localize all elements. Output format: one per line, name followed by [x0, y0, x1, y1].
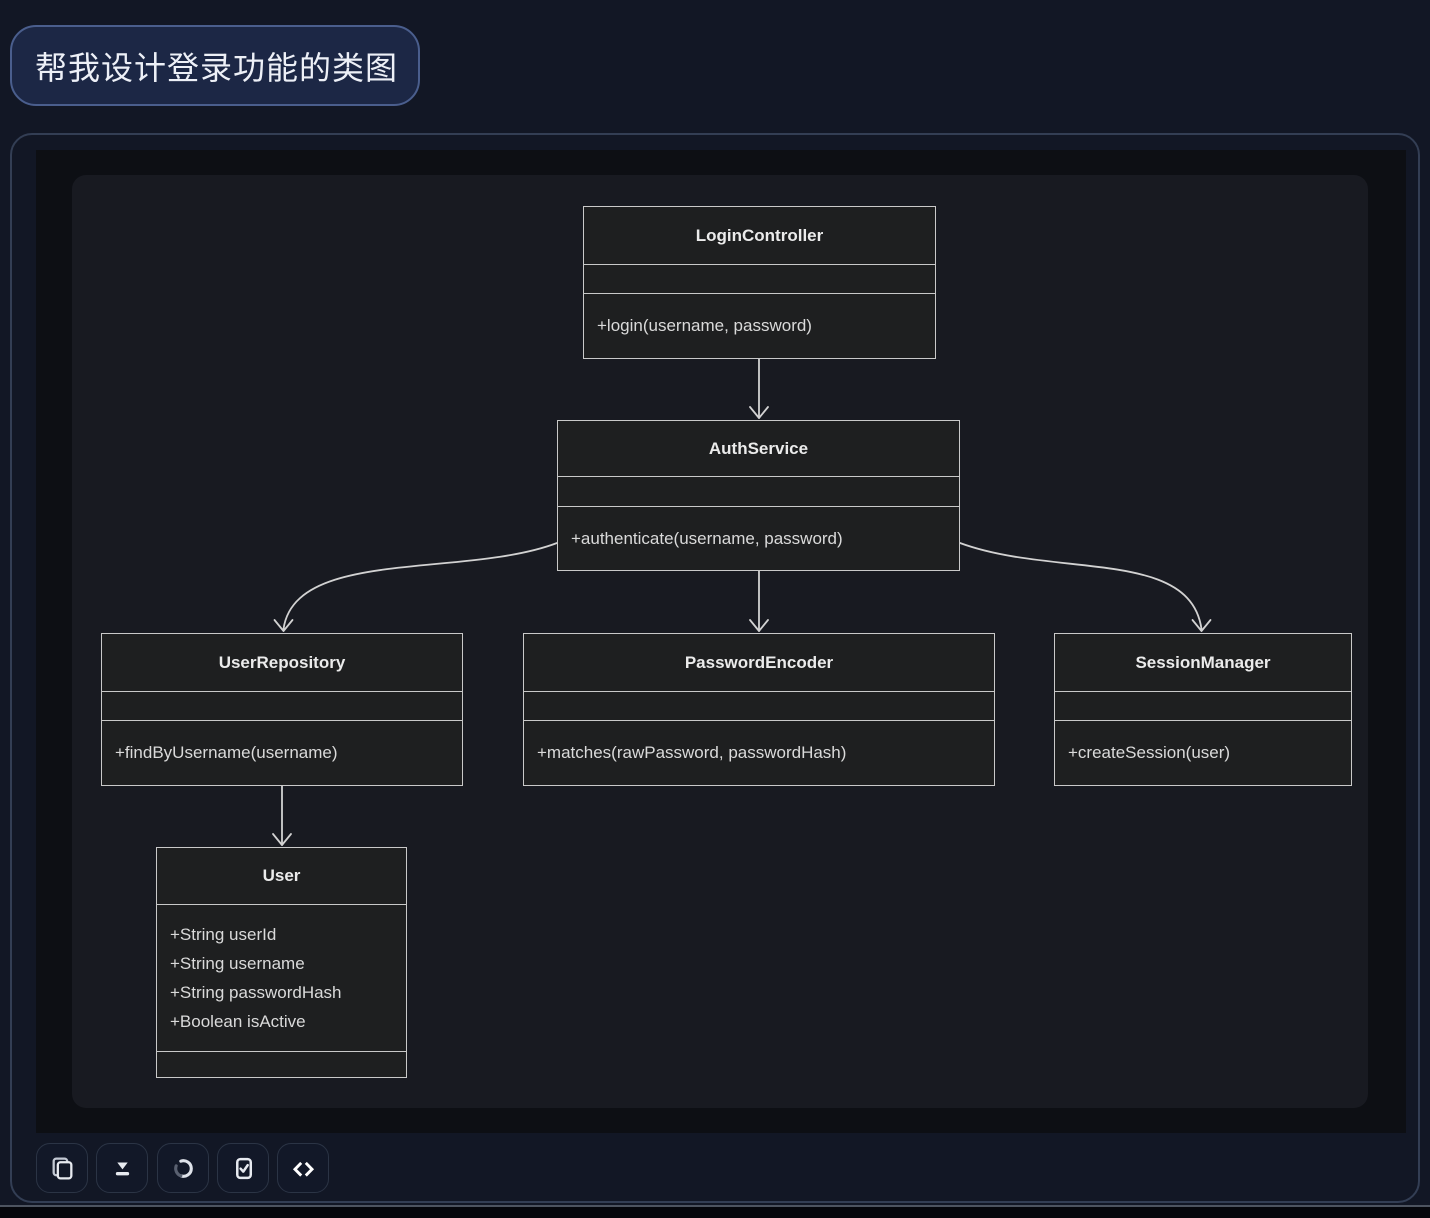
- response-container: [10, 133, 1420, 1203]
- class-logincontroller: LoginController +login(username, passwor…: [583, 206, 936, 359]
- user-message-text: 帮我设计登录功能的类图: [35, 49, 399, 86]
- class-title: PasswordEncoder: [524, 634, 994, 692]
- copy-icon: [52, 1156, 72, 1180]
- class-attribute: +String passwordHash: [170, 983, 342, 1002]
- class-title: AuthService: [558, 421, 959, 477]
- class-methods-empty: [157, 1051, 406, 1077]
- refresh-button[interactable]: [157, 1143, 209, 1193]
- class-method: +login(username, password): [597, 316, 812, 335]
- class-method: +matches(rawPassword, passwordHash): [537, 743, 847, 762]
- class-title: UserRepository: [102, 634, 462, 692]
- class-title: SessionManager: [1055, 634, 1351, 692]
- code-button[interactable]: [277, 1143, 329, 1193]
- class-sessionmanager: SessionManager +createSession(user): [1054, 633, 1352, 786]
- class-passwordencoder: PasswordEncoder +matches(rawPassword, pa…: [523, 633, 995, 786]
- refresh-icon: [173, 1158, 193, 1178]
- checkbox-button[interactable]: [217, 1143, 269, 1193]
- download-icon: [115, 1161, 129, 1175]
- class-attributes-empty: [102, 692, 462, 721]
- class-method: +createSession(user): [1068, 743, 1231, 762]
- download-button[interactable]: [96, 1143, 148, 1193]
- code-icon: [292, 1161, 314, 1177]
- class-attributes-empty: [524, 692, 994, 721]
- class-attributes-empty: [558, 477, 959, 507]
- class-attribute: +Boolean isActive: [170, 1012, 306, 1031]
- class-authservice: AuthService +authenticate(username, pass…: [557, 420, 960, 571]
- copy-button[interactable]: [36, 1143, 88, 1193]
- class-attribute: +String userId: [170, 925, 277, 944]
- class-attribute: +String username: [170, 954, 305, 973]
- class-attributes-empty: [1055, 692, 1351, 721]
- class-title: User: [157, 848, 406, 905]
- class-userrepository: UserRepository +findByUsername(username): [101, 633, 463, 786]
- class-method: +authenticate(username, password): [571, 528, 843, 548]
- class-title: LoginController: [584, 207, 935, 265]
- class-attributes: +String userId +String username +String …: [157, 905, 406, 1051]
- bottom-divider: [0, 1205, 1430, 1218]
- checkbox-icon: [235, 1157, 252, 1179]
- user-message-bubble: 帮我设计登录功能的类图: [10, 25, 420, 106]
- class-user: User +String userId +String username +St…: [156, 847, 407, 1078]
- class-method: +findByUsername(username): [115, 743, 338, 762]
- class-attributes-empty: [584, 265, 935, 294]
